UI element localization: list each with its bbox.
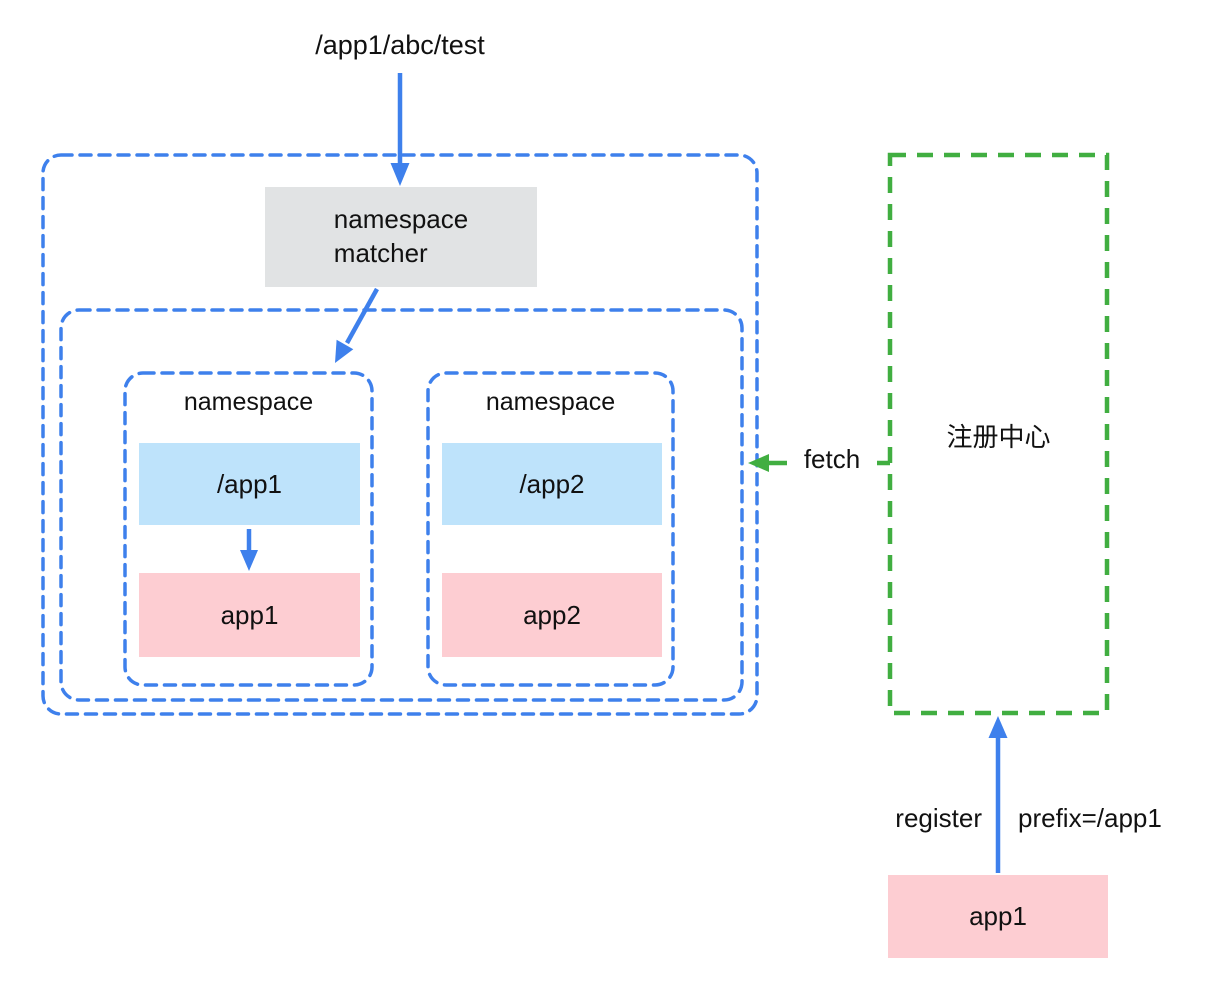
namespace-matcher-box: namespace matcher <box>265 187 537 287</box>
register-label: register <box>895 803 982 833</box>
register-prefix-label: prefix=/app1 <box>1018 803 1162 833</box>
register-arrow-icon <box>988 716 1008 873</box>
prefix-to-app1-arrow-icon <box>240 529 258 571</box>
request-path-label: /app1/abc/test <box>315 30 485 60</box>
registry-center-label: 注册中心 <box>946 422 1051 452</box>
namespace2-prefix-box: /app2 <box>442 443 662 525</box>
request-arrow-icon <box>390 73 410 186</box>
matcher-to-namespace1-arrow-icon <box>335 287 379 363</box>
namespace1-title: namespace <box>183 388 314 416</box>
namespace2-title: namespace <box>485 388 616 416</box>
app1-service-box: app1 <box>888 875 1108 958</box>
namespace2-app-box: app2 <box>442 573 662 657</box>
namespace1-app-box: app1 <box>139 573 360 657</box>
fetch-label: fetch <box>787 443 877 476</box>
namespace1-prefix-box: /app1 <box>139 443 360 525</box>
